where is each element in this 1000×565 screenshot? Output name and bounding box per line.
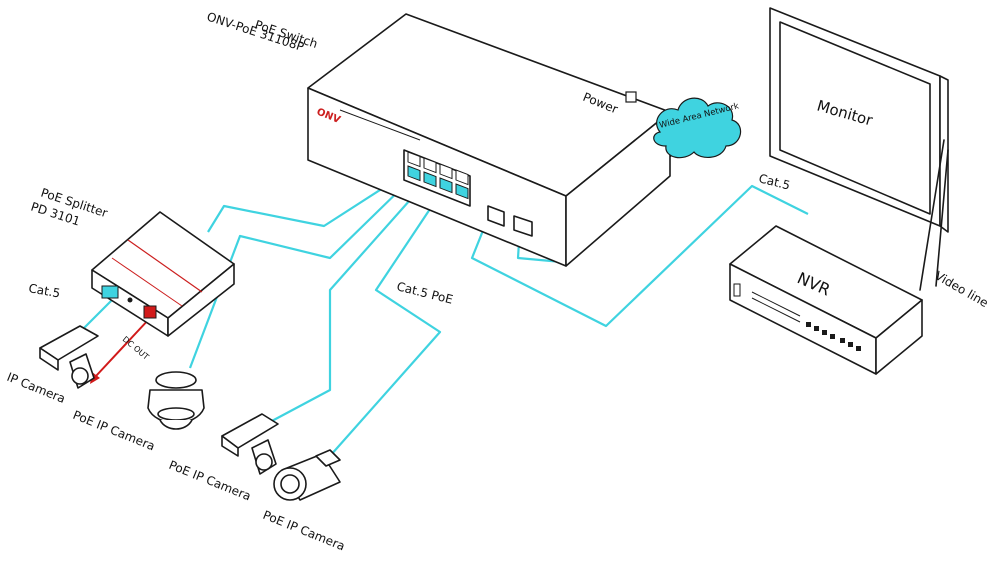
dome-camera-icon <box>147 371 205 430</box>
ip-camera-icon <box>39 325 99 389</box>
poe-camera-1-label: PoE IP Camera <box>71 408 157 454</box>
cable-switch-to-bullet-camera <box>329 187 445 457</box>
poe-splitter-icon <box>91 211 235 337</box>
cable-switch-to-splitter <box>207 171 409 233</box>
bullet-camera-icon <box>273 449 341 501</box>
ip-camera-label: IP Camera <box>5 370 67 406</box>
monitor-icon <box>769 7 949 291</box>
cat5-right-label: Cat.5 <box>757 171 791 192</box>
dc-out-label: DC OUT <box>121 335 151 362</box>
cable-switch-to-poe-camera-2 <box>269 181 427 423</box>
poe-camera-3-label: PoE IP Camera <box>261 508 347 554</box>
cat5-left-label: Cat.5 <box>27 281 61 300</box>
poe-switch-icon: ONV <box>307 13 671 267</box>
switch-ports <box>403 149 471 207</box>
nvr-buttons <box>806 322 861 351</box>
cloud-icon: Wide Area Network <box>653 97 742 159</box>
cable-switch-to-dome-camera <box>188 177 413 369</box>
cable-switch-to-nvr <box>470 184 809 328</box>
cable-dc-out <box>95 317 151 377</box>
power-plug-icon <box>625 91 637 103</box>
box-camera-icon <box>221 413 279 475</box>
cat5-poe-label: Cat.5 PoE <box>395 279 454 306</box>
cable-splitter-to-ip-camera <box>79 299 113 333</box>
video-line-label: Video line <box>933 268 991 310</box>
poe-camera-2-label: PoE IP Camera <box>167 458 253 504</box>
nvr-icon <box>729 225 923 375</box>
